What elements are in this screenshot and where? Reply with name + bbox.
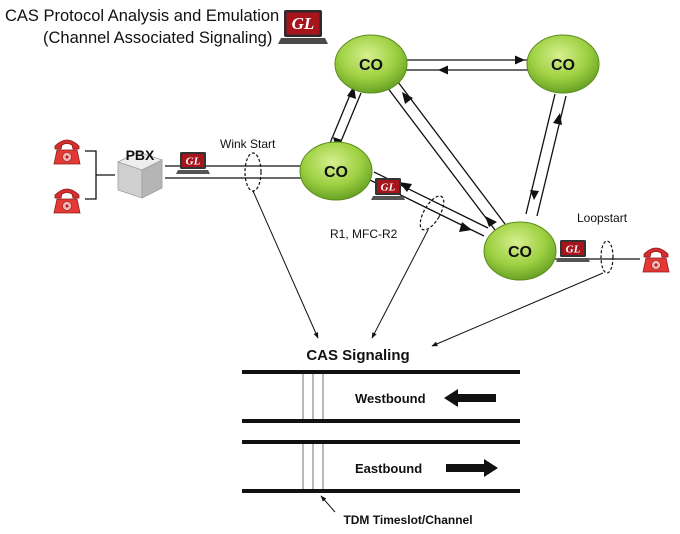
trunk-arrows [333,55,562,232]
pointer-lines [252,190,604,347]
loopstart-label: Loopstart [577,211,628,225]
co-label: CO [508,244,532,261]
co-label: CO [359,57,383,74]
title-line-1: CAS Protocol Analysis and Emulation [5,7,279,25]
co-label: CO [324,164,348,181]
pbx-building-icon [116,151,164,199]
cas-signaling-heading: CAS Signaling [306,347,409,364]
co-node-bottom: CO [483,221,557,281]
r1-mfc-r2-label: R1, MFC-R2 [330,227,398,241]
signaling-bars [242,370,520,493]
gl-laptop-icon [371,178,405,200]
co-node-top-left: CO [334,34,408,94]
arrow-right-icon [446,459,498,477]
arrow-left-icon [444,389,496,407]
tdm-timeslot-label: TDM Timeslot/Channel [343,513,472,527]
title-line-2: (Channel Associated Signaling) [43,29,272,47]
gl-logo-laptop-icon: GL [278,10,328,44]
telephone-icon [642,247,670,273]
gl-laptop-icon [176,152,210,174]
telephone-icon [53,188,81,214]
timeslot-pointer [320,495,336,513]
co-node-middle: CO [299,141,373,201]
co-label: CO [551,57,575,74]
eastbound-label: Eastbound [355,461,422,476]
pbx-label: PBX [126,147,155,163]
wink-start-label: Wink Start [220,137,276,151]
co-node-top-right: CO [526,34,600,94]
gl-laptop-icon [556,240,590,262]
westbound-label: Westbound [355,391,426,406]
tdm-timeslot-lines [302,374,324,489]
telephone-icon [53,139,81,165]
svg-text:GL: GL [292,14,315,33]
